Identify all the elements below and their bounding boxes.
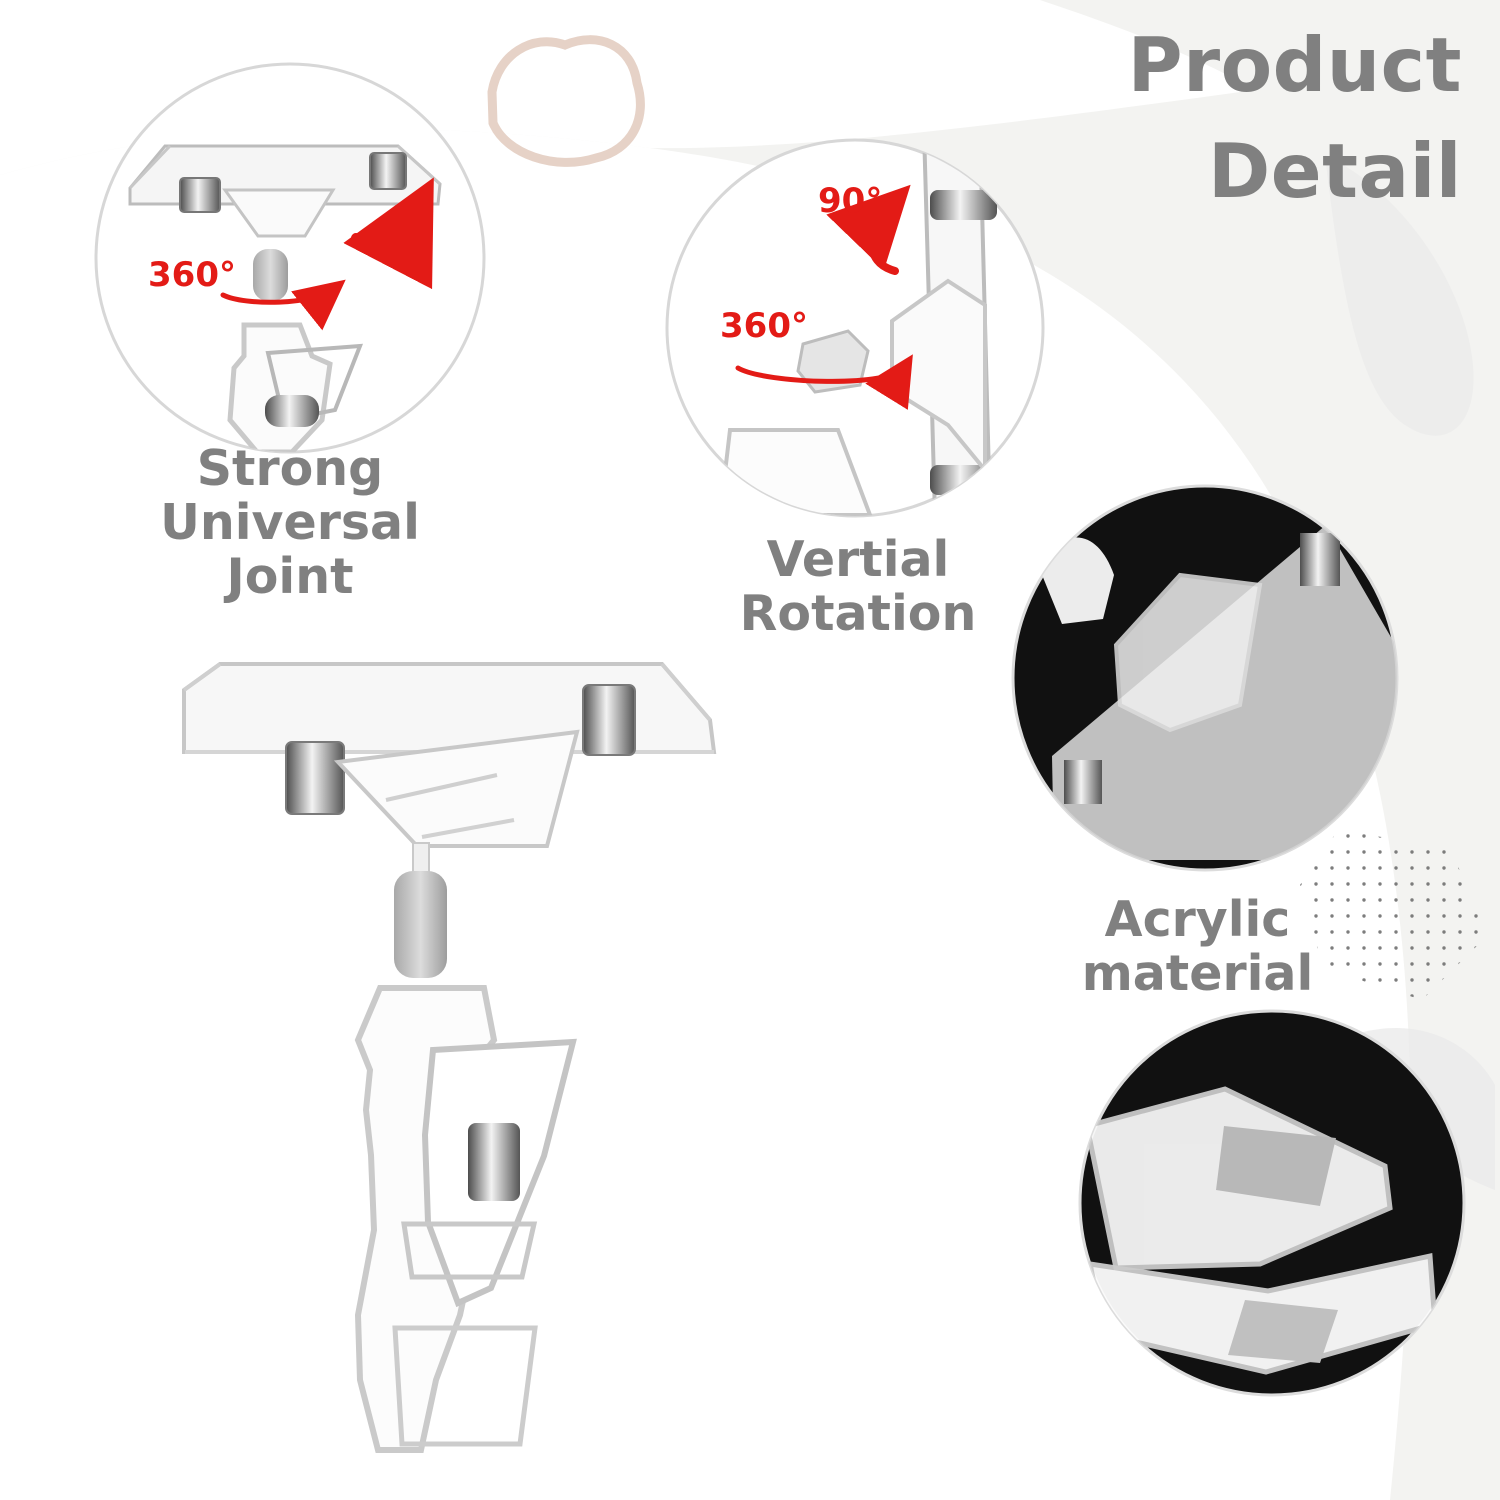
feature-label-line: Vertial	[766, 531, 950, 588]
vertical-rotation-top-label: 90°	[818, 181, 883, 221]
feature-strong-universal-joint: Strong Universal Joint	[145, 442, 435, 604]
detail-circle-acrylic-bottom	[1078, 1009, 1466, 1397]
feature-acrylic-material: Acrylic material	[1055, 893, 1340, 1001]
upper-white-panel	[0, 0, 1255, 175]
curved-red-arrow-icon	[826, 184, 911, 275]
product-detail-title-line-1: Product	[1127, 21, 1462, 109]
decorative-watercolor	[1325, 155, 1474, 436]
decorative-hexagon	[1300, 830, 1488, 1000]
decorative-blob	[487, 35, 645, 167]
feature-label-line: Rotation	[739, 585, 977, 642]
feature-label-line: Strong	[196, 440, 384, 497]
feature-label-line: material	[1081, 945, 1314, 1002]
detail-circle-acrylic-top	[1011, 484, 1399, 872]
main-product-clip	[182, 662, 717, 1453]
product-detail-title-line-2: Detail	[1207, 127, 1462, 215]
feature-label-line: Universal	[160, 494, 420, 551]
curved-red-arrow-icon	[343, 177, 434, 290]
curved-red-arrow-icon	[220, 279, 346, 331]
detail-circle-vertical-rotation	[665, 138, 1045, 518]
curved-red-arrow-icon	[735, 354, 913, 410]
feature-vertial-rotation: Vertial Rotation	[712, 533, 1004, 641]
vertical-rotation-bottom-label: 360°	[720, 306, 808, 346]
feature-label-line: Joint	[226, 548, 354, 605]
universal-joint-rotation-label: 360°	[148, 255, 236, 295]
large-white-panel	[0, 128, 1411, 1500]
feature-label-line: Acrylic	[1104, 891, 1291, 948]
